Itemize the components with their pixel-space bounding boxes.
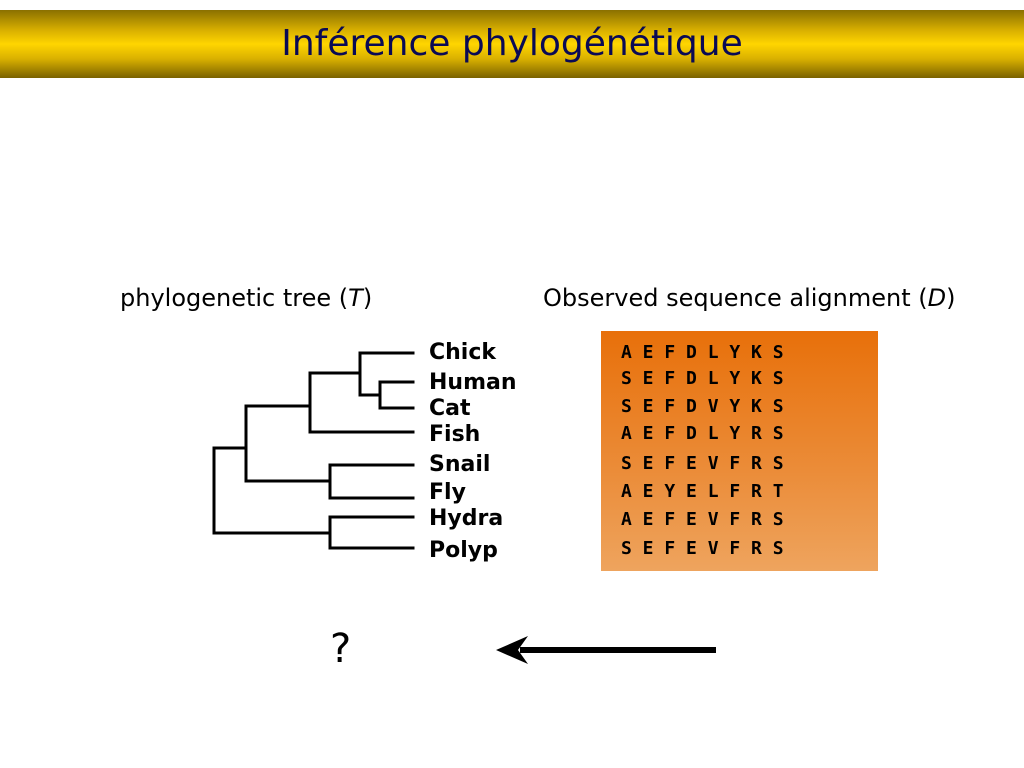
left-arrow-icon (496, 636, 716, 664)
taxon-label: Cat (429, 396, 471, 421)
taxon-label: Fish (429, 422, 481, 447)
phylogenetic-tree (212, 351, 415, 550)
question-mark: ? (330, 626, 352, 672)
taxon-label: Fly (429, 480, 466, 505)
alignment-row: S E F E V F R S (621, 538, 784, 559)
slide-title: Inférence phylogénétique (281, 23, 743, 64)
taxon-label: Chick (429, 340, 497, 365)
alignment-row: S E F D V Y K S (621, 396, 784, 417)
alignment-row: S E F E V F R S (621, 453, 784, 474)
taxon-label: Polyp (429, 538, 498, 563)
taxon-label: Human (429, 370, 517, 395)
alignment-row: A E F D L Y K S (621, 342, 784, 363)
title-bar (0, 10, 1024, 78)
alignment-caption: Observed sequence alignment (D) (543, 282, 955, 314)
taxon-label: Snail (429, 452, 491, 477)
tree-caption-text: phylogenetic tree (T) (120, 284, 373, 312)
alignment-row: A E Y E L F R T (621, 481, 784, 502)
tree-caption: phylogenetic tree (T) (120, 282, 372, 314)
sequence-alignment: A E F D L Y K S S E F D L Y K S S E F D … (601, 331, 878, 571)
alignment-row: S E F D L Y K S (621, 368, 784, 389)
alignment-caption-text: Observed sequence alignment (D) (543, 284, 956, 312)
alignment-row: A E F E V F R S (621, 509, 784, 530)
alignment-row: A E F D L Y R S (621, 423, 784, 444)
taxon-label: Hydra (429, 506, 504, 531)
